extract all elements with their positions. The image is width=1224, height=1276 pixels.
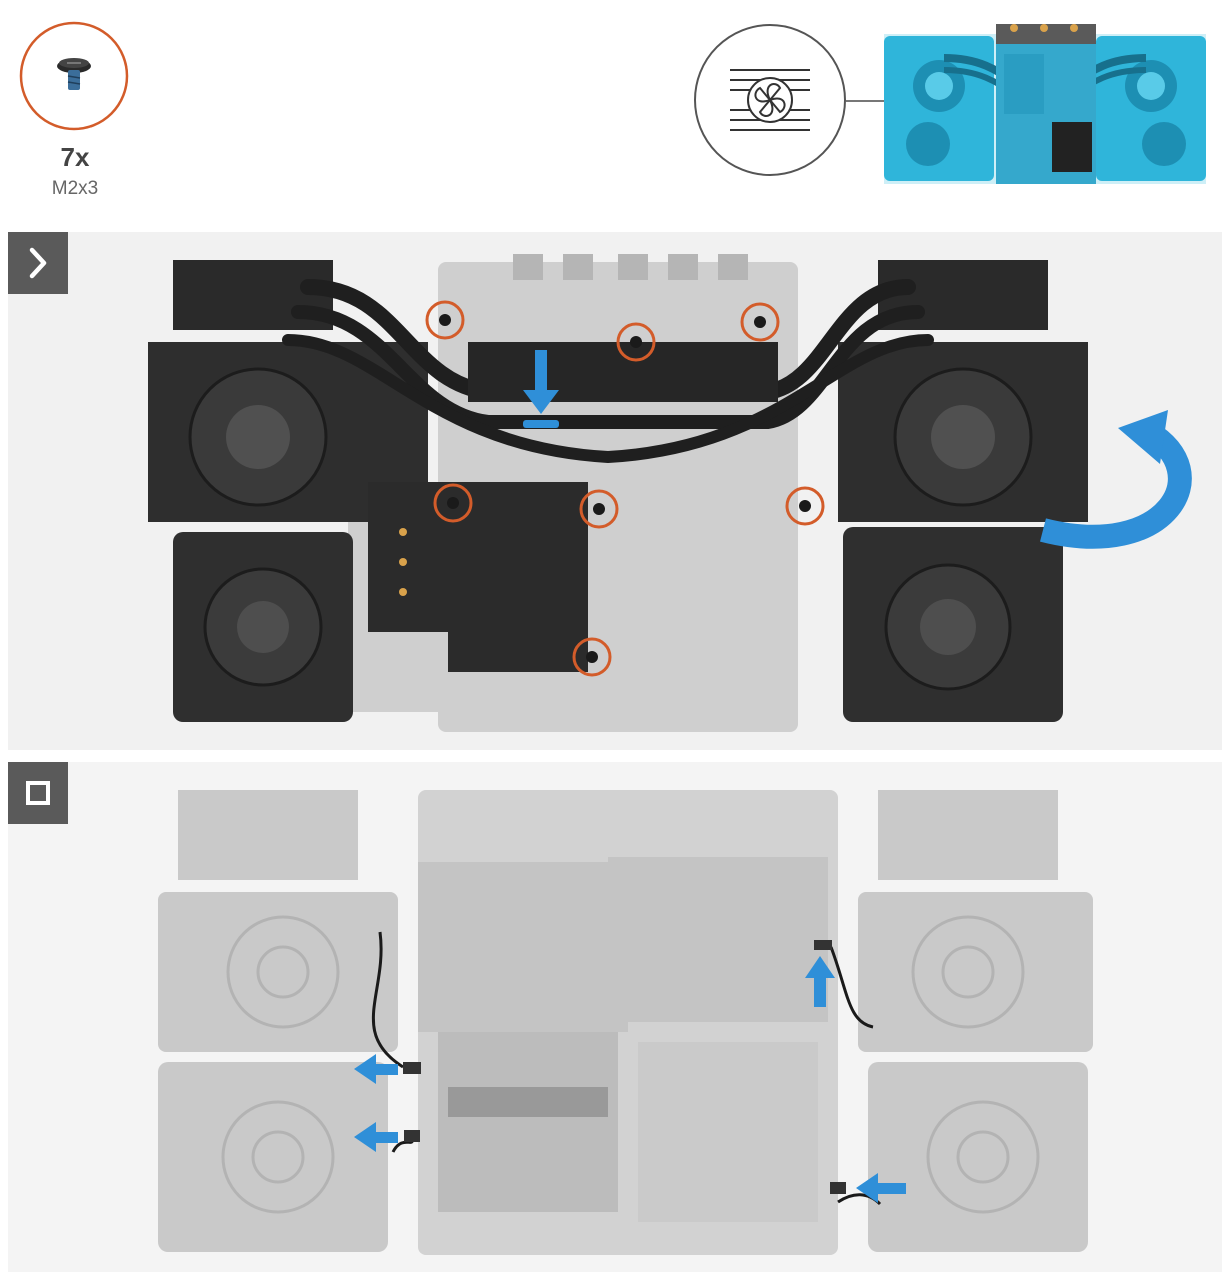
step-2-panel (8, 762, 1222, 1272)
screw-count: 7x (20, 142, 130, 173)
motherboard-faded (418, 790, 838, 1255)
screw-badge (18, 20, 130, 132)
locator-thumbnail (884, 14, 1206, 184)
screw-size: M2x3 (20, 178, 130, 200)
fan-bottom-left (173, 532, 353, 722)
fan-cable-illustration (8, 762, 1222, 1272)
fan-bottom-right (843, 527, 1063, 722)
step-1-panel (8, 232, 1222, 750)
fan-heatsink-callout (692, 22, 848, 178)
fan-faded-right (858, 790, 1093, 1252)
heatsink-assembly-illustration (8, 232, 1222, 750)
